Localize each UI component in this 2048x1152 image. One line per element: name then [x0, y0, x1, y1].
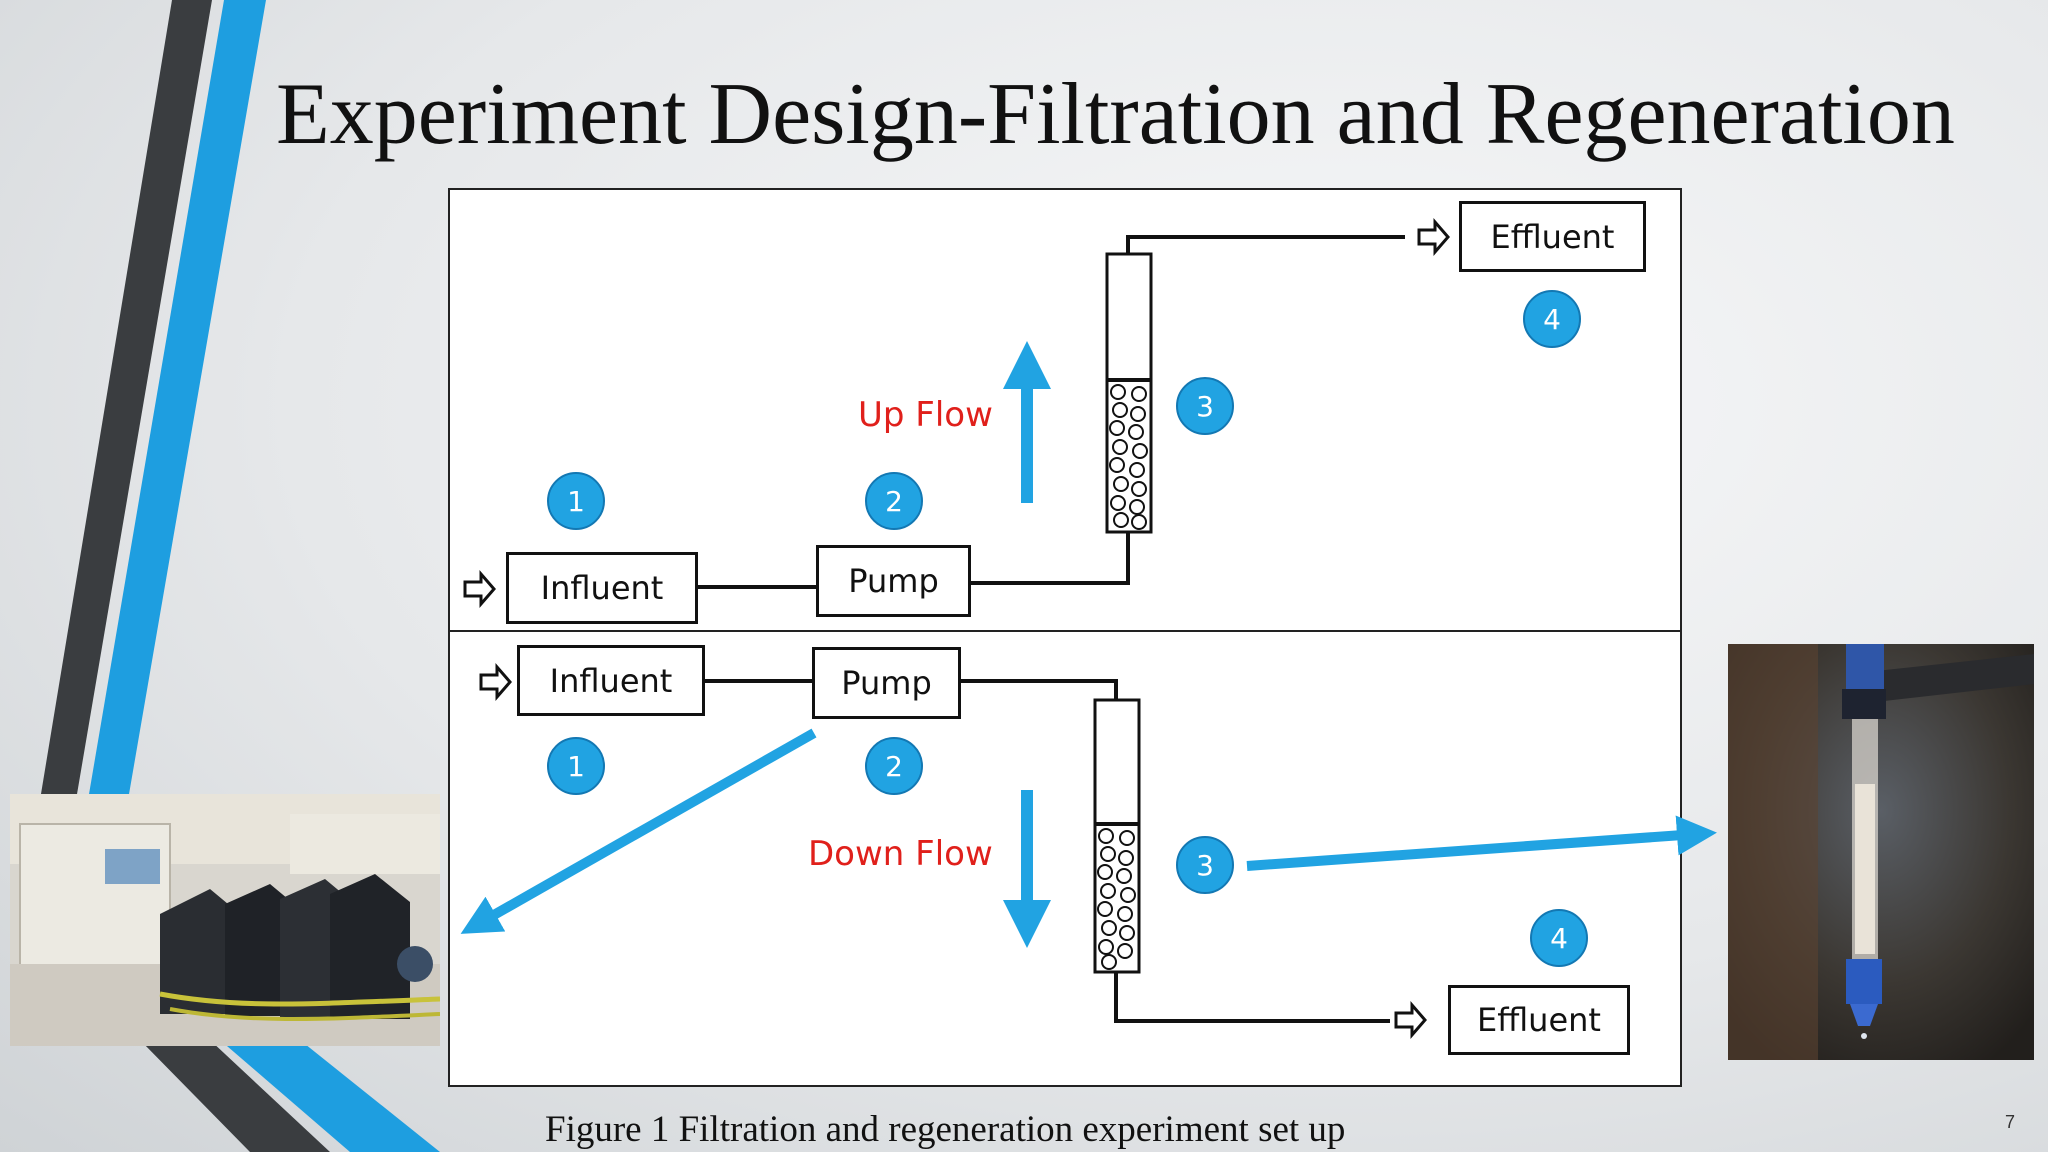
upflow-influent-box: Influent — [506, 552, 698, 624]
upflow-badge-2: 2 — [865, 472, 923, 530]
downflow-effluent-box: Effluent — [1448, 985, 1630, 1055]
downflow-badge-4: 4 — [1530, 909, 1588, 967]
downflow-influent-box: Influent — [517, 645, 705, 716]
diagram-panel — [448, 188, 1682, 1087]
upflow-effluent-box: Effluent — [1459, 201, 1646, 272]
upflow-badge-3: 3 — [1176, 377, 1234, 435]
upflow-badge-4: 4 — [1523, 290, 1581, 348]
figure-caption: Figure 1 Filtration and regeneration exp… — [545, 1109, 1346, 1150]
peristaltic-pump-photo — [10, 794, 440, 1046]
page-number: 7 — [2005, 1112, 2016, 1132]
downflow-label: Down Flow — [808, 834, 993, 874]
downflow-badge-1: 1 — [547, 737, 605, 795]
upflow-pump-box: Pump — [816, 545, 971, 617]
downflow-pump-box: Pump — [812, 647, 961, 719]
filter-column-photo — [1728, 644, 2034, 1060]
downflow-badge-3: 3 — [1176, 836, 1234, 894]
diagram-divider — [448, 630, 1682, 632]
downflow-badge-2: 2 — [865, 737, 923, 795]
upflow-label: Up Flow — [858, 395, 993, 435]
upflow-badge-1: 1 — [547, 472, 605, 530]
slide-title: Experiment Design-Filtration and Regener… — [276, 66, 1955, 163]
